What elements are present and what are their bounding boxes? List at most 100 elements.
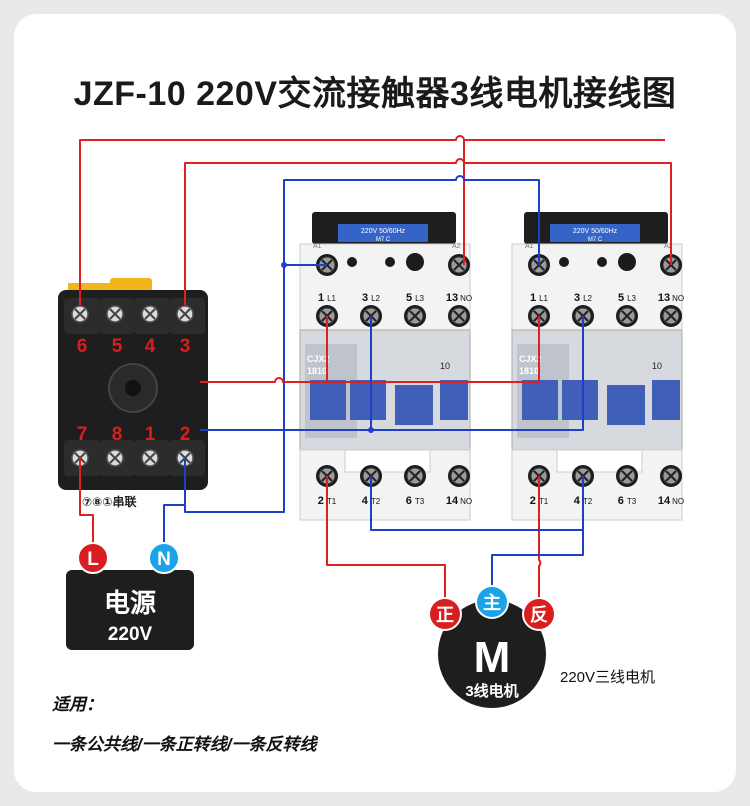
terminal-sub: L3 <box>415 294 424 303</box>
terminal-label: 1 <box>145 424 156 445</box>
terminal-label: 2 <box>180 424 191 445</box>
terminal-sub: L2 <box>371 294 380 303</box>
terminal-num: 5 <box>406 292 412 304</box>
wire-blue <box>371 316 584 431</box>
svg-text:3L2: 3L2 <box>362 292 381 304</box>
svg-text:1L1: 1L1 <box>530 292 549 304</box>
terminal-label: 5 <box>112 336 123 357</box>
motor-body <box>438 600 546 708</box>
common-terminal <box>475 585 509 619</box>
model-code: CJX2 <box>307 354 330 364</box>
motor-side-label: 220V三线电机 <box>560 669 655 686</box>
terminal-sub: NO <box>460 497 472 506</box>
terminal-sub: T1 <box>327 497 337 506</box>
terminal-num: 2 <box>318 495 324 507</box>
wire-blue <box>370 476 584 531</box>
terminal-num: 14 <box>446 495 459 507</box>
svg-text:3L2: 3L2 <box>574 292 593 304</box>
terminal-sub: T2 <box>371 497 381 506</box>
wire-blue <box>163 504 185 558</box>
wire-red <box>326 476 446 600</box>
terminal-num: 13 <box>446 292 458 304</box>
terminal-sub: NO <box>672 497 684 506</box>
terminal-label: 3 <box>180 336 191 357</box>
coil-a1: A1 <box>525 243 534 250</box>
model-code: CJX2 <box>519 354 542 364</box>
motor: 正 主 反 M 3线电机 220V三线电机 <box>428 585 655 708</box>
terminal-label: 6 <box>77 336 88 357</box>
applies-heading: 适用： <box>52 695 103 714</box>
svg-text:5L3: 5L3 <box>618 292 637 304</box>
svg-text:2T1: 2T1 <box>318 495 337 507</box>
wires <box>79 135 672 605</box>
power-name: 电源 <box>104 588 156 618</box>
svg-text:2T1: 2T1 <box>530 495 549 507</box>
terminal-sub: T3 <box>415 497 425 506</box>
page-title: JZF-10 220V交流接触器3线电机接线图 <box>73 75 677 113</box>
wire-blue <box>184 265 285 513</box>
wire-red <box>79 458 94 558</box>
terminal-num: 1 <box>530 292 536 304</box>
terminal-num: 6 <box>406 495 412 507</box>
terminal-num: 5 <box>618 292 624 304</box>
terminal-num: 2 <box>530 495 536 507</box>
terminal-num: 4 <box>574 495 581 507</box>
terminal-sub: L3 <box>627 294 636 303</box>
coil-a2: A2 <box>452 243 461 250</box>
l-label: L <box>87 549 99 570</box>
rev-label: 反 <box>530 605 548 625</box>
terminal-num: 3 <box>362 292 368 304</box>
terminal-sub: L1 <box>539 294 548 303</box>
svg-text:1L1: 1L1 <box>318 292 337 304</box>
power-source: L N 电源 220V <box>66 542 194 650</box>
n-label: N <box>157 549 171 570</box>
coil-model: M7 C <box>376 237 391 243</box>
coil-rating: 220V 50/60Hz <box>361 228 406 235</box>
terminal-label: 8 <box>112 424 123 445</box>
n-terminal <box>148 542 180 574</box>
wire-blue <box>491 530 584 590</box>
series-note: ⑦⑧①串联 <box>82 494 136 509</box>
svg-text:4T2: 4T2 <box>362 495 381 507</box>
aux-num: 10 <box>440 361 450 371</box>
terminal-sub: T3 <box>627 497 637 506</box>
coil-model: M7 C <box>588 237 603 243</box>
terminal-sub: T2 <box>583 497 593 506</box>
svg-text:6T3: 6T3 <box>406 495 425 507</box>
wire-red <box>327 316 540 383</box>
rev-terminal <box>522 597 556 631</box>
wire-red <box>79 135 465 305</box>
terminal-sub: T1 <box>539 497 549 506</box>
common-label: 主 <box>483 592 501 613</box>
motor-letter: M <box>474 633 511 682</box>
model-num: 1810 <box>307 366 327 376</box>
wire-red <box>200 316 328 383</box>
svg-text:4T2: 4T2 <box>574 495 593 507</box>
terminal-sub: NO <box>672 294 684 303</box>
fwd-label: 正 <box>436 605 454 625</box>
wire-red <box>184 158 672 305</box>
terminal-num: 13 <box>658 292 670 304</box>
l-terminal <box>77 542 109 574</box>
wire-blue <box>283 175 540 266</box>
coil-a1: A1 <box>313 243 322 250</box>
relay-socket-hole <box>125 380 141 396</box>
terminal-num: 6 <box>618 495 624 507</box>
terminal-label: 7 <box>77 424 88 445</box>
terminal-num: 4 <box>362 495 369 507</box>
terminal-sub: NO <box>460 294 472 303</box>
applies-text: 一条公共线/一条正转线/一条反转线 <box>52 735 317 754</box>
fwd-terminal <box>428 597 462 631</box>
motor-caption: 3线电机 <box>465 682 518 700</box>
power-box <box>66 570 194 650</box>
svg-text:5L3: 5L3 <box>406 292 425 304</box>
coil-rating: 220V 50/60Hz <box>573 228 618 235</box>
terminal-label: 4 <box>145 336 156 357</box>
